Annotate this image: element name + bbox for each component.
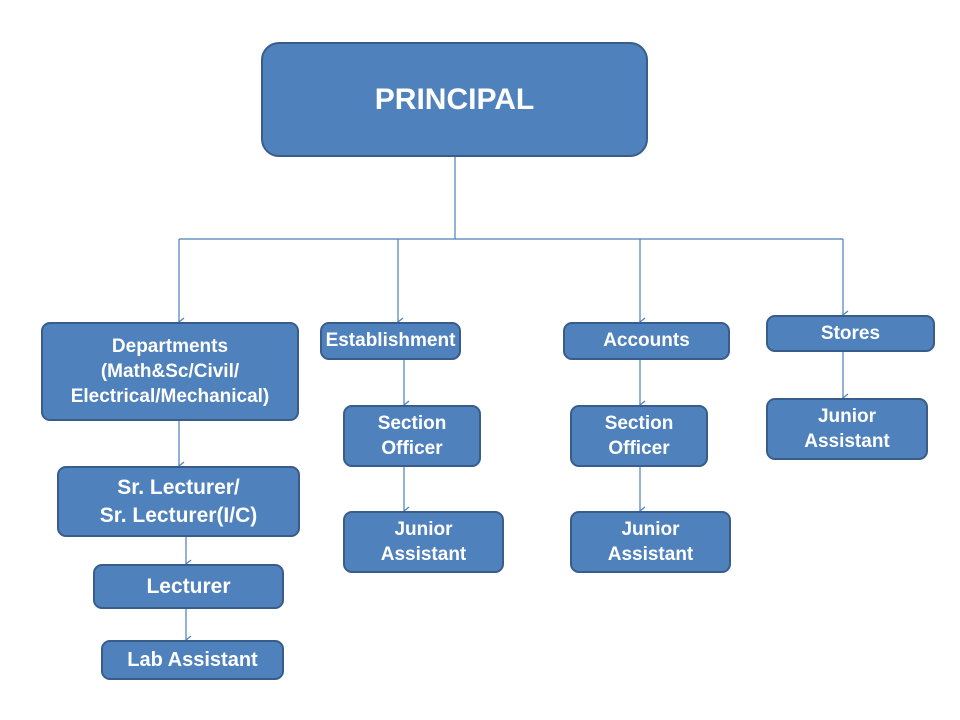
departments-label: Departments (Math&Sc/Civil/ Electrical/M… bbox=[70, 335, 270, 408]
accounts-section-officer-node: Section Officer bbox=[570, 405, 708, 467]
lab-assistant-node: Lab Assistant bbox=[101, 640, 284, 680]
sr-lecturer-label: Sr. Lecturer/ Sr. Lecturer(I/C) bbox=[99, 475, 258, 527]
accounts-label: Accounts bbox=[603, 330, 690, 352]
establishment-section-officer-node: Section Officer bbox=[343, 405, 481, 467]
principal-node: PRINCIPAL bbox=[261, 42, 648, 157]
establishment-section-officer-label: Section Officer bbox=[377, 412, 447, 459]
principal-label: PRINCIPAL bbox=[374, 82, 535, 116]
sr-lecturer-node: Sr. Lecturer/ Sr. Lecturer(I/C) bbox=[57, 466, 300, 537]
accounts-node: Accounts bbox=[563, 322, 730, 360]
lecturer-node: Lecturer bbox=[93, 564, 284, 609]
lecturer-label: Lecturer bbox=[146, 574, 231, 598]
establishment-junior-assistant-node: Junior Assistant bbox=[343, 511, 504, 573]
stores-label: Stores bbox=[820, 322, 881, 344]
establishment-node: Establishment bbox=[320, 322, 461, 360]
stores-node: Stores bbox=[766, 315, 935, 352]
establishment-junior-assistant-label: Junior Assistant bbox=[380, 518, 467, 565]
stores-junior-assistant-node: Junior Assistant bbox=[766, 398, 928, 460]
accounts-junior-assistant-label: Junior Assistant bbox=[607, 518, 694, 565]
departments-node: Departments (Math&Sc/Civil/ Electrical/M… bbox=[41, 322, 299, 421]
lab-assistant-label: Lab Assistant bbox=[127, 648, 258, 671]
establishment-label: Establishment bbox=[325, 330, 456, 352]
accounts-section-officer-label: Section Officer bbox=[604, 412, 674, 459]
stores-junior-assistant-label: Junior Assistant bbox=[804, 405, 890, 452]
accounts-junior-assistant-node: Junior Assistant bbox=[570, 511, 731, 573]
